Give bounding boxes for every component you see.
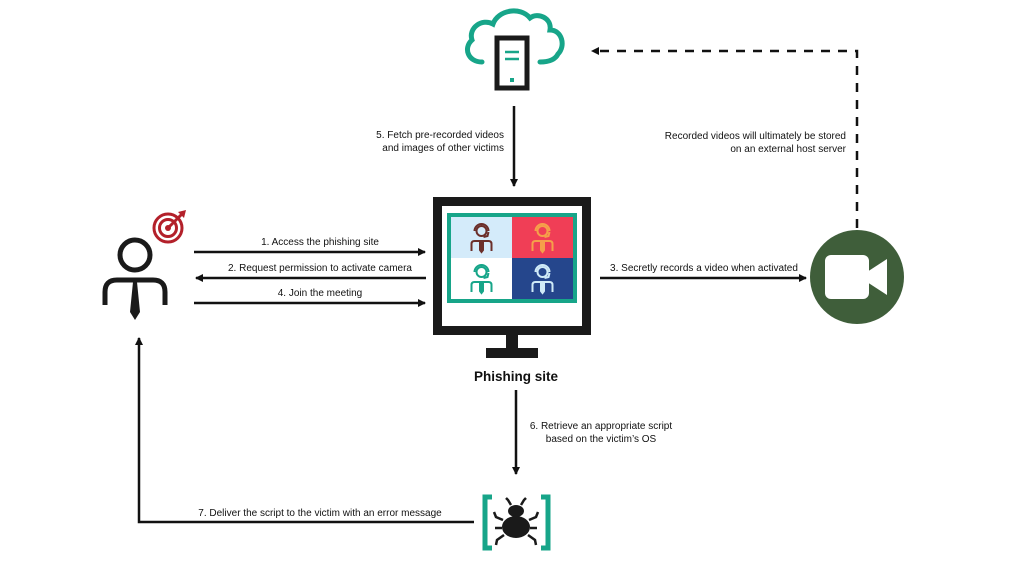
label-step5-line1: 5. Fetch pre-recorded videos [376, 130, 504, 141]
label-step6-line2: based on the victim’s OS [545, 434, 657, 445]
headset-person-icon [531, 223, 554, 254]
video-tile [451, 258, 512, 299]
label-storage-line1: Recorded videos will ultimately be store… [664, 131, 846, 142]
edge-storage [591, 47, 859, 228]
headset-person-icon [531, 264, 554, 295]
edge-step7 [135, 337, 474, 524]
label-step2: 2. Request permission to activate camera [228, 263, 412, 274]
label-step1: 1. Access the phishing site [261, 237, 379, 248]
label-step6-line1: 6. Retrieve an appropriate script [529, 421, 673, 432]
label-step5-line2: and images of other victims [382, 143, 504, 154]
label-storage-line2: on an external host server [730, 144, 846, 155]
headset-person-icon [470, 223, 493, 254]
label-step3: 3. Secretly records a video when activat… [610, 263, 798, 274]
bug-icon [482, 494, 551, 551]
video-grid [451, 217, 573, 299]
cloud-server-icon [465, 8, 565, 91]
phishing-site-label: Phishing site [474, 369, 559, 384]
video-tile [512, 258, 573, 299]
label-step7: 7. Deliver the script to the victim with… [198, 508, 442, 519]
victim-person-icon [102, 237, 168, 320]
video-tile [451, 217, 512, 258]
video-tile [512, 217, 573, 258]
headset-person-icon [470, 264, 493, 295]
target-arrow-icon [152, 210, 186, 244]
label-step4: 4. Join the meeting [277, 288, 363, 299]
video-camera-icon [810, 230, 904, 324]
